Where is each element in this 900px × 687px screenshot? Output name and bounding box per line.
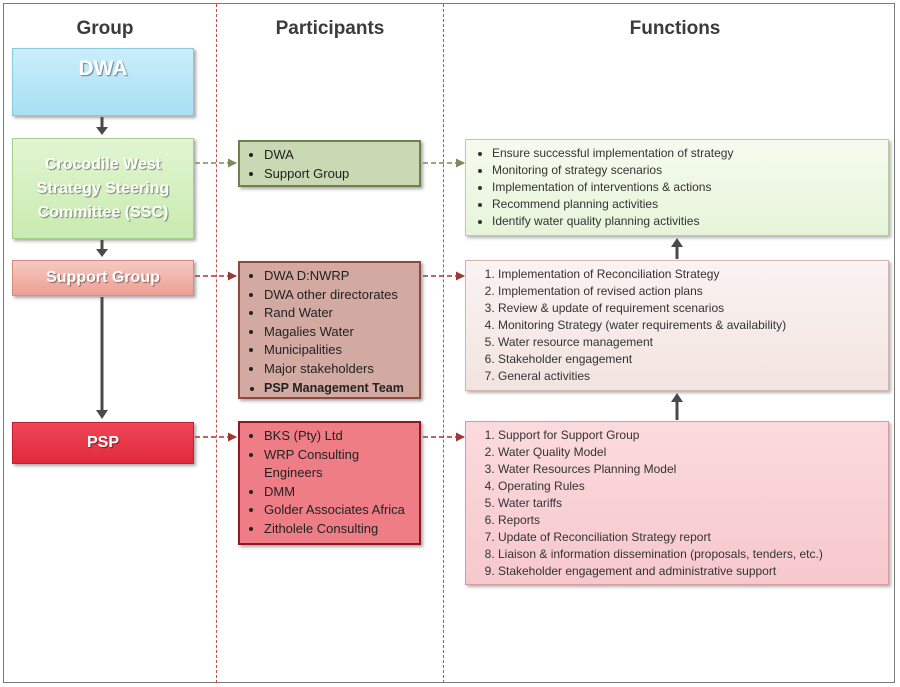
participants-psp-box: BKS (Pty) LtdWRP Consulting EngineersDMM… — [238, 421, 421, 545]
group-ssc: Crocodile West Strategy Steering Committ… — [12, 138, 194, 239]
participant-item: Support Group — [264, 165, 415, 184]
group-support: Support Group — [12, 260, 194, 296]
functions-ssc-box: Ensure successful implementation of stra… — [465, 139, 889, 236]
arrow-ssc-to-support — [96, 240, 108, 257]
functions-ssc-list: Ensure successful implementation of stra… — [474, 145, 884, 230]
function-item: Identify water quality planning activiti… — [492, 213, 884, 230]
participants-psp-list: BKS (Pty) LtdWRP Consulting EngineersDMM… — [246, 427, 415, 539]
function-item: Operating Rules — [498, 478, 884, 495]
functions-psp-box: Support for Support GroupWater Quality M… — [465, 421, 889, 585]
function-item: Monitoring of strategy scenarios — [492, 162, 884, 179]
function-item: Support for Support Group — [498, 427, 884, 444]
function-item: Implementation of interventions & action… — [492, 179, 884, 196]
arrow-support-to-psp — [96, 297, 108, 419]
function-item: Review & update of requirement scenarios — [498, 300, 884, 317]
function-item: Water tariffs — [498, 495, 884, 512]
function-item: Reports — [498, 512, 884, 529]
function-item: Implementation of Reconciliation Strateg… — [498, 266, 884, 283]
function-item: Stakeholder engagement — [498, 351, 884, 368]
functions-psp-list: Support for Support GroupWater Quality M… — [474, 427, 884, 580]
group-dwa-label: DWA — [78, 57, 128, 80]
participant-item: DMM — [264, 483, 415, 502]
function-item: Liaison & information dissemination (pro… — [498, 546, 884, 563]
group-support-label: Support Group — [46, 269, 160, 286]
participant-item: DWA D:NWRP — [264, 267, 415, 286]
function-item: Recommend planning activities — [492, 196, 884, 213]
participant-item: Golder Associates Africa — [264, 501, 415, 520]
participants-support-box: DWA D:NWRPDWA other directoratesRand Wat… — [238, 261, 421, 399]
function-item: Monitoring Strategy (water requirements … — [498, 317, 884, 334]
header-group: Group — [76, 18, 134, 39]
participant-item: WRP Consulting Engineers — [264, 446, 415, 483]
participant-item: Municipalities — [264, 341, 415, 360]
column-divider-right — [443, 4, 444, 683]
group-dwa: DWA — [12, 48, 194, 116]
functions-support-box: Implementation of Reconciliation Strateg… — [465, 260, 889, 391]
participants-support-list: DWA D:NWRPDWA other directoratesRand Wat… — [246, 267, 415, 397]
participant-item: Magalies Water — [264, 323, 415, 342]
arrow-dwa-to-ssc — [96, 117, 108, 135]
header-participants: Participants — [275, 18, 385, 39]
arrow-psp-functions-up — [671, 393, 683, 420]
function-item: Water resource management — [498, 334, 884, 351]
function-item: Update of Reconciliation Strategy report — [498, 529, 884, 546]
group-ssc-label: Crocodile West Strategy Steering Committ… — [36, 155, 170, 221]
functions-support-list: Implementation of Reconciliation Strateg… — [474, 266, 884, 385]
participant-item: Rand Water — [264, 304, 415, 323]
group-psp-label: PSP — [86, 434, 119, 451]
participant-item: DWA other directorates — [264, 286, 415, 305]
column-divider-left — [216, 4, 217, 683]
function-item: Ensure successful implementation of stra… — [492, 145, 884, 162]
function-item: Stakeholder engagement and administrativ… — [498, 563, 884, 580]
arrow-support-functions-up — [671, 238, 683, 259]
participants-ssc-list: DWASupport Group — [246, 146, 415, 183]
participant-item: BKS (Pty) Ltd — [264, 427, 415, 446]
function-item: Implementation of revised action plans — [498, 283, 884, 300]
participants-ssc-box: DWASupport Group — [238, 140, 421, 187]
function-item: General activities — [498, 368, 884, 385]
participant-item: PSP Management Team — [264, 379, 415, 398]
participant-item: Major stakeholders — [264, 360, 415, 379]
participant-item: DWA — [264, 146, 415, 165]
header-functions: Functions — [629, 18, 721, 39]
participant-item: Zitholele Consulting — [264, 520, 415, 539]
group-psp: PSP — [12, 422, 194, 464]
function-item: Water Quality Model — [498, 444, 884, 461]
function-item: Water Resources Planning Model — [498, 461, 884, 478]
